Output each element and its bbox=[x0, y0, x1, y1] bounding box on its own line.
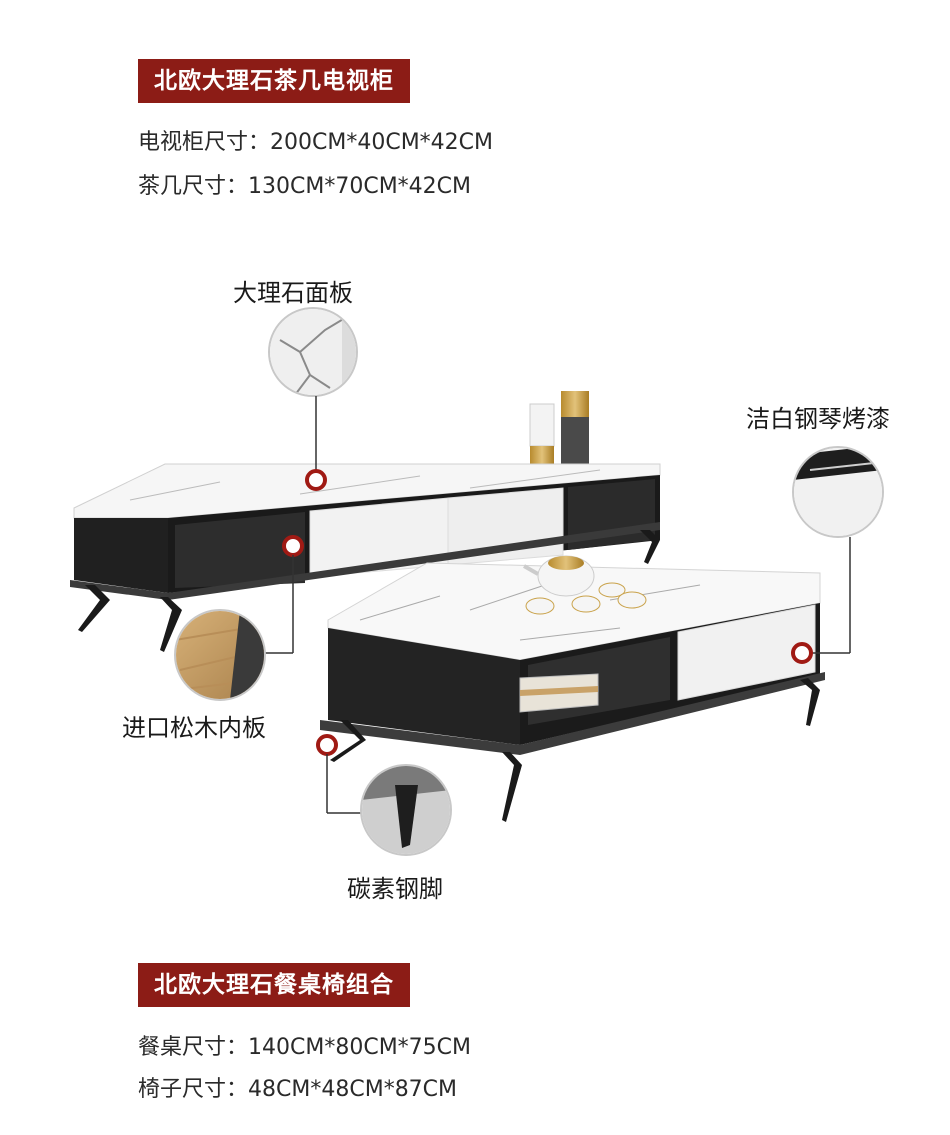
spec-chair: 椅子尺寸：48CM*48CM*87CM bbox=[138, 1071, 457, 1103]
tea-set bbox=[523, 555, 647, 615]
spec-label: 餐桌尺寸： bbox=[138, 1035, 249, 1060]
spec-value: 140CM*80CM*75CM bbox=[248, 1035, 472, 1060]
spec-label: 椅子尺寸： bbox=[138, 1077, 249, 1102]
spec-value: 200CM*40CM*42CM bbox=[270, 130, 494, 155]
vase-decor bbox=[529, 391, 589, 468]
tv-cabinet bbox=[70, 463, 661, 652]
spec-value: 130CM*70CM*42CM bbox=[248, 174, 472, 199]
spec-tv-cabinet: 电视柜尺寸：200CM*40CM*42CM bbox=[138, 124, 493, 156]
label-steel-legs: 碳素钢脚 bbox=[347, 875, 443, 903]
callout-steel-legs bbox=[316, 734, 452, 856]
label-marble-top: 大理石面板 bbox=[233, 279, 353, 307]
section-title-dining-set: 北欧大理石餐桌椅组合 bbox=[138, 963, 410, 1007]
spec-label: 电视柜尺寸： bbox=[138, 130, 271, 155]
coffee-table bbox=[320, 562, 825, 822]
spec-value: 48CM*48CM*87CM bbox=[248, 1077, 458, 1102]
spec-dining-table: 餐桌尺寸：140CM*80CM*75CM bbox=[138, 1029, 471, 1061]
furniture-illustration bbox=[70, 307, 884, 856]
spec-coffee-table: 茶几尺寸：130CM*70CM*42CM bbox=[138, 168, 471, 200]
label-gloss-white: 洁白钢琴烤漆 bbox=[746, 405, 890, 433]
label-pine-board: 进口松木内板 bbox=[122, 714, 266, 742]
callout-marble-top bbox=[268, 307, 358, 491]
spec-label: 茶几尺寸： bbox=[138, 174, 249, 199]
callout-pine-board bbox=[174, 535, 304, 701]
section-title-tv-cabinet: 北欧大理石茶几电视柜 bbox=[138, 59, 410, 103]
callout-gloss-white bbox=[791, 446, 884, 664]
